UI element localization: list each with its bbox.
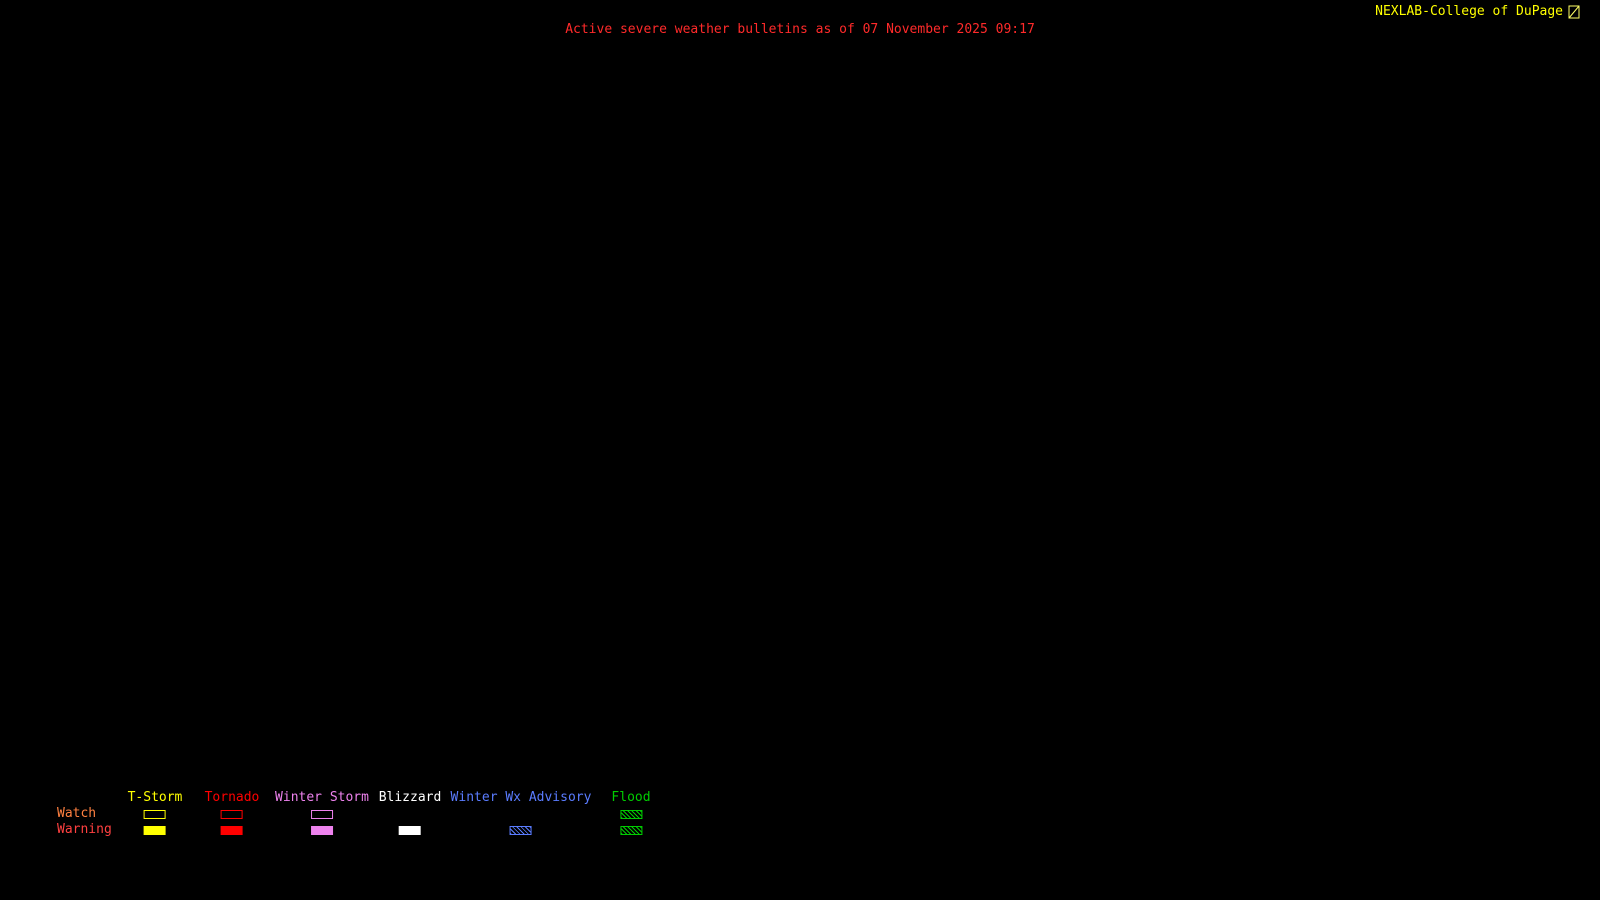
tstorm-warning-swatch — [143, 825, 166, 835]
legend-row-label-warning: Warning — [57, 822, 112, 837]
legend-column-winter-wx-advisory: Winter Wx Advisory — [450, 790, 592, 838]
legend-column-label: Tornado — [204, 790, 260, 805]
winter-storm-warning-swatch — [310, 825, 333, 835]
blizzard-warning-swatch — [399, 825, 421, 835]
legend-column-label: Flood — [611, 790, 651, 805]
winter-wx-advisory-warning-swatch — [509, 825, 532, 835]
legend-column-label: T-Storm — [127, 790, 183, 805]
legend-column-flood: Flood — [611, 790, 651, 838]
legend-column-label: Winter Storm — [275, 790, 369, 805]
legend: Watch Warning T-Storm Tornado Winter Sto… — [0, 790, 760, 850]
tornado-watch-swatch — [220, 809, 243, 819]
legend-column-label: Blizzard — [378, 790, 442, 805]
flood-warning-swatch — [619, 825, 642, 835]
legend-column-tstorm: T-Storm — [127, 790, 183, 838]
cod-logo-icon — [1568, 5, 1580, 19]
legend-row-label-watch: Watch — [57, 806, 97, 821]
brand-text: NEXLAB-College of DuPage — [1375, 4, 1563, 19]
flood-watch-swatch — [619, 809, 642, 819]
brand: NEXLAB-College of DuPage — [1375, 4, 1580, 20]
tstorm-watch-swatch — [143, 809, 166, 819]
legend-column-blizzard: Blizzard — [378, 790, 442, 838]
tornado-warning-swatch — [220, 825, 243, 835]
winter-storm-watch-swatch — [310, 809, 333, 819]
legend-column-winter-storm: Winter Storm — [275, 790, 369, 838]
page-title: Active severe weather bulletins as of 07… — [565, 22, 1035, 37]
legend-column-tornado: Tornado — [204, 790, 260, 838]
legend-column-label: Winter Wx Advisory — [450, 790, 592, 805]
